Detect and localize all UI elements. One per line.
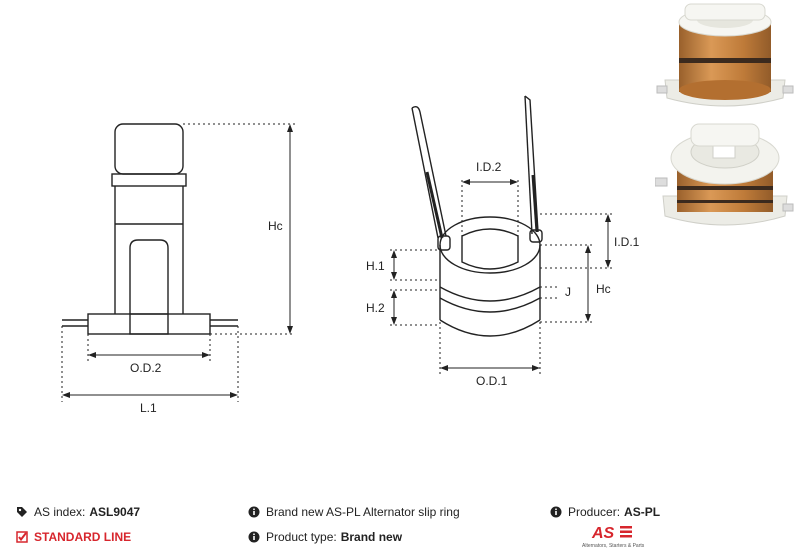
dim-label-id1: I.D.1 xyxy=(614,235,640,249)
dim-label-od2: O.D.2 xyxy=(130,361,162,375)
dim-label-od1: O.D.1 xyxy=(476,374,508,388)
as-index-row: AS index: ASL9047 xyxy=(16,505,140,519)
product-type-value: Brand new xyxy=(340,530,403,544)
producer-label: Producer: xyxy=(568,505,621,519)
info-icon xyxy=(248,506,260,518)
producer-value: AS-PL xyxy=(624,505,661,519)
dim-label-j: J xyxy=(565,285,571,299)
dim-label-hc-left: Hc xyxy=(268,219,283,233)
description-row: Brand new AS-PL Alternator slip ring xyxy=(248,505,460,519)
perspective-view-drawing xyxy=(411,95,543,337)
dimension-lines-left xyxy=(61,123,295,402)
as-index-value: ASL9047 xyxy=(89,505,141,519)
logo-tagline: Alternators, Starters & Parts xyxy=(582,543,645,549)
dim-label-h1: H.1 xyxy=(366,259,385,273)
standard-line-label: STANDARD LINE xyxy=(34,530,132,544)
product-photo-top xyxy=(656,3,794,107)
as-pl-logo: AS Alternators, Starters & Parts xyxy=(582,525,645,549)
logo-mark: AS xyxy=(591,525,615,542)
tag-icon xyxy=(17,507,27,517)
side-view-drawing xyxy=(62,123,238,335)
description-text: Brand new AS-PL Alternator slip ring xyxy=(266,505,460,519)
product-type-row: Product type: Brand new xyxy=(248,530,402,544)
producer-row: Producer: AS-PL xyxy=(550,505,660,519)
dim-label-l1: L.1 xyxy=(140,401,157,415)
dimension-lines-right xyxy=(390,180,612,374)
info-icon xyxy=(550,506,562,518)
info-icon xyxy=(248,531,260,543)
dim-label-id2: I.D.2 xyxy=(476,160,502,174)
checkbox-icon xyxy=(16,531,28,543)
technical-drawing: Hc O.D.2 L.1 I.D.2 I.D.1 H.1 H.2 J Hc O.… xyxy=(61,95,640,415)
product-type-label: Product type: xyxy=(266,530,337,544)
dim-label-h2: H.2 xyxy=(366,301,385,315)
standard-line-row: STANDARD LINE xyxy=(16,530,131,544)
dim-label-hc-right: Hc xyxy=(596,282,611,296)
product-photo-bottom xyxy=(655,123,794,226)
as-index-label: AS index: xyxy=(34,505,86,519)
